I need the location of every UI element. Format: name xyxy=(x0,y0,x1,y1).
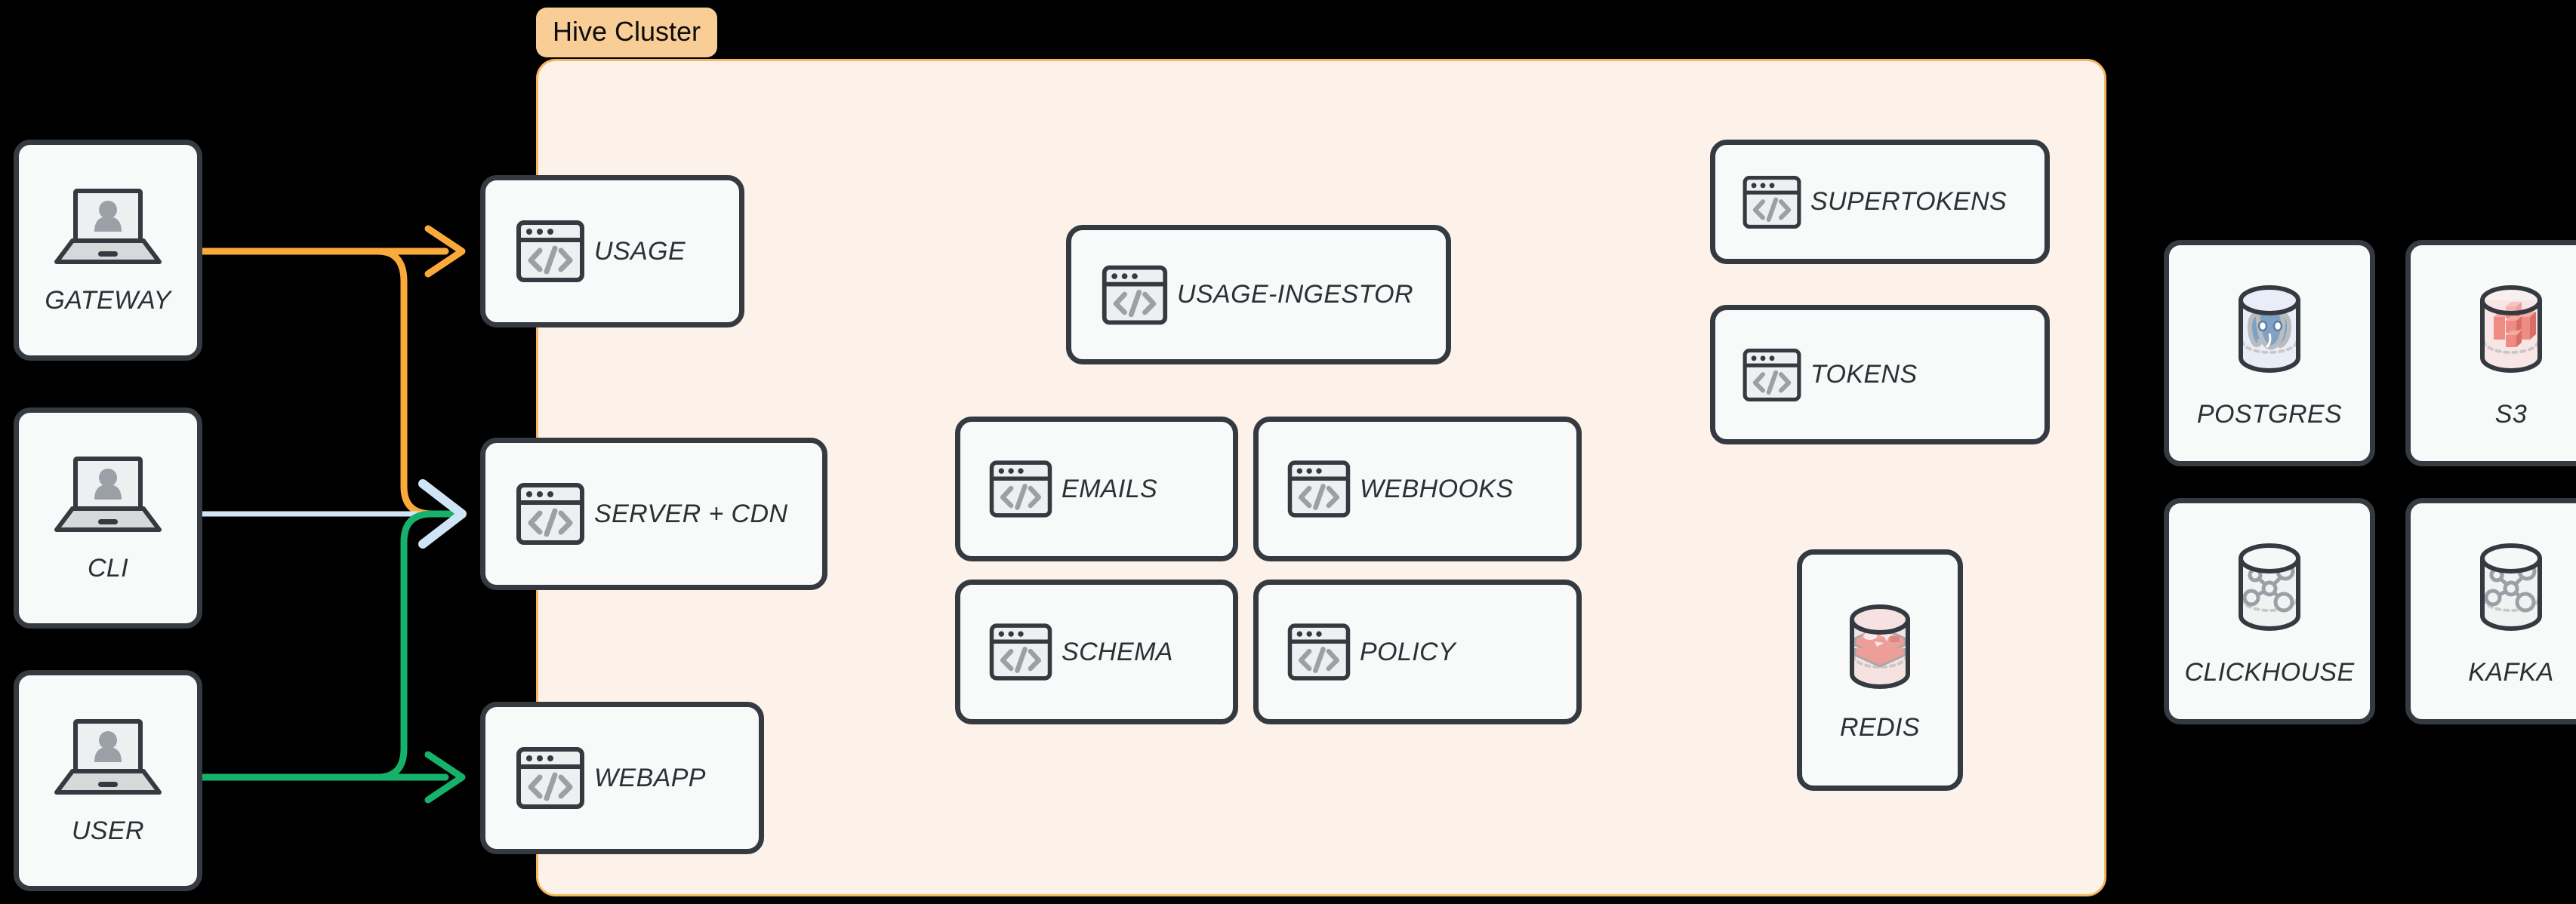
arrowhead-server-cdn xyxy=(418,479,467,549)
node-cli-label: CLI xyxy=(87,554,129,583)
node-usage-ingestor[interactable]: USAGE-INGESTOR xyxy=(1066,225,1451,364)
node-webhooks[interactable]: WEBHOOKS xyxy=(1253,417,1582,561)
postgres-cylinder-icon xyxy=(2217,278,2322,383)
node-schema[interactable]: SCHEMA xyxy=(955,580,1238,724)
node-kafka-label: KAFKA xyxy=(2468,657,2554,687)
node-policy[interactable]: POLICY xyxy=(1253,580,1582,724)
code-window-icon xyxy=(1741,344,1803,406)
node-supertokens-label: SUPERTOKENS xyxy=(1810,187,2007,216)
node-kafka[interactable]: KAFKA xyxy=(2405,498,2576,724)
arrowhead-webapp xyxy=(424,751,466,804)
laptop-user-icon xyxy=(53,453,163,537)
s3-cylinder-icon xyxy=(2458,278,2564,383)
code-window-icon xyxy=(1286,619,1352,685)
node-schema-label: SCHEMA xyxy=(1062,637,1173,666)
arrowhead-usage xyxy=(424,225,466,278)
code-window-icon xyxy=(514,215,587,287)
node-usage-label: USAGE xyxy=(594,236,686,266)
node-emails[interactable]: EMAILS xyxy=(955,417,1238,561)
code-window-icon xyxy=(988,619,1054,685)
node-server-cdn-label: SERVER + CDN xyxy=(594,499,788,528)
hive-cluster-badge: Hive Cluster xyxy=(536,8,718,57)
node-cli[interactable]: CLI xyxy=(14,407,202,629)
node-postgres[interactable]: POSTGRES xyxy=(2164,240,2375,466)
node-user[interactable]: USER xyxy=(14,670,202,891)
node-webapp-label: WEBAPP xyxy=(594,763,706,792)
node-emails-label: EMAILS xyxy=(1062,474,1158,503)
node-usage[interactable]: USAGE xyxy=(480,175,744,327)
node-supertokens[interactable]: SUPERTOKENS xyxy=(1710,140,2050,264)
hive-cluster-badge-label: Hive Cluster xyxy=(553,16,701,47)
node-redis[interactable]: REDIS xyxy=(1797,549,1963,791)
code-window-icon xyxy=(988,456,1054,522)
node-policy-label: POLICY xyxy=(1360,637,1456,666)
laptop-user-icon xyxy=(53,185,163,269)
node-s3-label: S3 xyxy=(2494,399,2528,429)
node-tokens-label: TOKENS xyxy=(1810,360,1918,389)
node-s3[interactable]: S3 xyxy=(2405,240,2576,466)
code-window-icon xyxy=(514,478,587,550)
node-webhooks-label: WEBHOOKS xyxy=(1360,474,1514,503)
code-window-icon xyxy=(1286,456,1352,522)
edge-gateway-branch-to-server xyxy=(374,248,457,518)
clickhouse-cylinder-icon xyxy=(2217,536,2322,641)
kafka-cylinder-icon xyxy=(2458,536,2564,641)
node-webapp[interactable]: WEBAPP xyxy=(480,702,764,854)
node-user-label: USER xyxy=(71,816,145,845)
node-gateway-label: GATEWAY xyxy=(45,286,171,315)
code-window-icon xyxy=(1741,171,1803,233)
node-clickhouse[interactable]: CLICKHOUSE xyxy=(2164,498,2375,724)
node-clickhouse-label: CLICKHOUSE xyxy=(2184,657,2355,687)
node-tokens[interactable]: TOKENS xyxy=(1710,305,2050,444)
code-window-icon xyxy=(1100,260,1169,330)
node-gateway[interactable]: GATEWAY xyxy=(14,140,202,361)
node-redis-label: REDIS xyxy=(1840,712,1920,742)
node-postgres-label: POSTGRES xyxy=(2196,399,2343,429)
redis-cylinder-icon xyxy=(1831,598,1929,696)
node-usage-ingestor-label: USAGE-INGESTOR xyxy=(1177,280,1413,309)
code-window-icon xyxy=(514,742,587,814)
edge-user-branch-to-server xyxy=(374,510,457,781)
laptop-user-icon xyxy=(53,715,163,800)
node-server-cdn[interactable]: SERVER + CDN xyxy=(480,438,827,590)
